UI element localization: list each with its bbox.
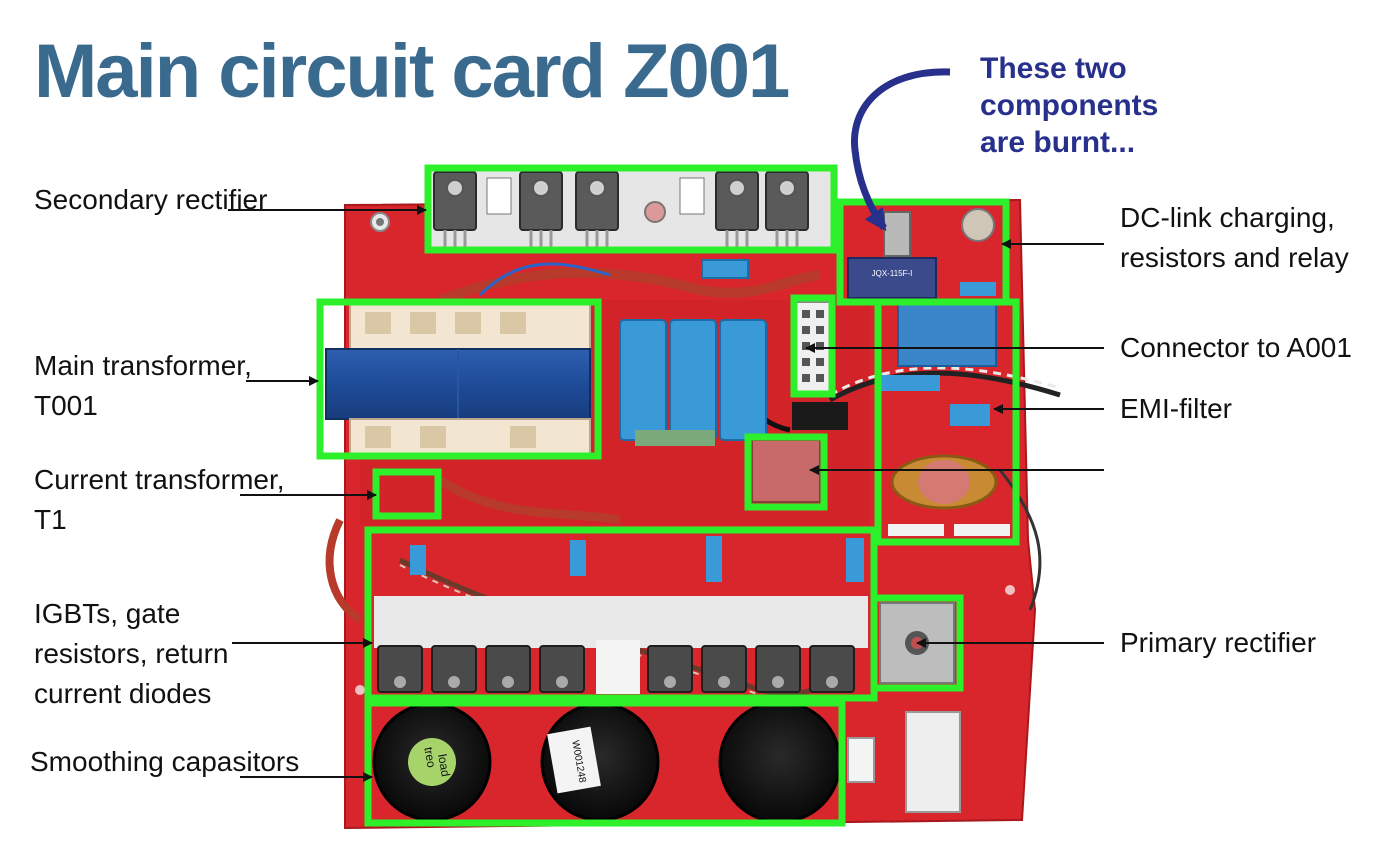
label-line: Secondary rectifier (34, 184, 268, 215)
label-connector: Connector to A001 (1120, 328, 1352, 368)
box-emi-filter (874, 298, 1020, 546)
smoothing-capacitors-body: treo load W001248 (372, 700, 842, 824)
label-line: T001 (34, 390, 98, 421)
label-line: IGBTs, gate (34, 598, 181, 629)
label-igbts: IGBTs, gate resistors, return current di… (34, 594, 229, 714)
cap-marking: treo (421, 746, 438, 769)
label-current-transformer: Current transformer, T1 (34, 460, 285, 540)
burnt-component (751, 439, 821, 503)
main-transformer-body (325, 302, 591, 456)
secondary-rectifier-devices (428, 168, 834, 250)
label-line: Current transformer, (34, 464, 285, 495)
label-secondary-rectifier: Secondary rectifier (34, 180, 267, 220)
label-line: resistors and relay (1120, 242, 1349, 273)
page-title: Main circuit card Z001 (34, 29, 790, 114)
label-line: DC-link charging, (1120, 202, 1335, 233)
leader-arrows (228, 205, 1104, 782)
film-capacitors (619, 259, 767, 441)
label-line: current diodes (34, 678, 212, 709)
label-dc-link: DC-link charging, resistors and relay (1120, 198, 1349, 278)
resistor (635, 430, 715, 446)
label-line: resistors, return (34, 638, 229, 669)
note-line: These two (980, 52, 1127, 85)
box-smoothing-capacitors (364, 699, 846, 827)
relay-marking: JQX-115F-I (872, 269, 913, 278)
highlight-boxes (316, 164, 1020, 827)
box-connector (790, 294, 836, 398)
note-line: components (980, 89, 1159, 122)
box-secondary-rectifier (424, 164, 838, 254)
small-relay (792, 402, 848, 430)
label-line: EMI-filter (1120, 393, 1232, 424)
label-primary-rectifier: Primary rectifier (1120, 623, 1316, 663)
burnt-note-arrow (850, 68, 951, 232)
cap-marking: load (435, 753, 453, 778)
label-smoothing-capacitors: Smoothing capasitors (30, 742, 299, 782)
igbt-components (374, 536, 868, 694)
note-line: are burnt... (980, 126, 1136, 159)
box-main-transformer (316, 298, 602, 460)
label-line: T1 (34, 504, 67, 535)
box-burnt-component (744, 433, 828, 511)
dc-link-components: JQX-115F-I (847, 208, 996, 299)
label-main-transformer: Main transformer, T001 (34, 346, 252, 426)
label-line: Main transformer, (34, 350, 252, 381)
burnt-components-note: These two components are burnt... (980, 50, 1240, 161)
label-line: Primary rectifier (1120, 627, 1317, 658)
label-emi-filter: EMI-filter (1120, 389, 1232, 429)
label-line: Smoothing capasitors (30, 746, 300, 777)
label-line: Connector to A001 (1120, 332, 1352, 363)
